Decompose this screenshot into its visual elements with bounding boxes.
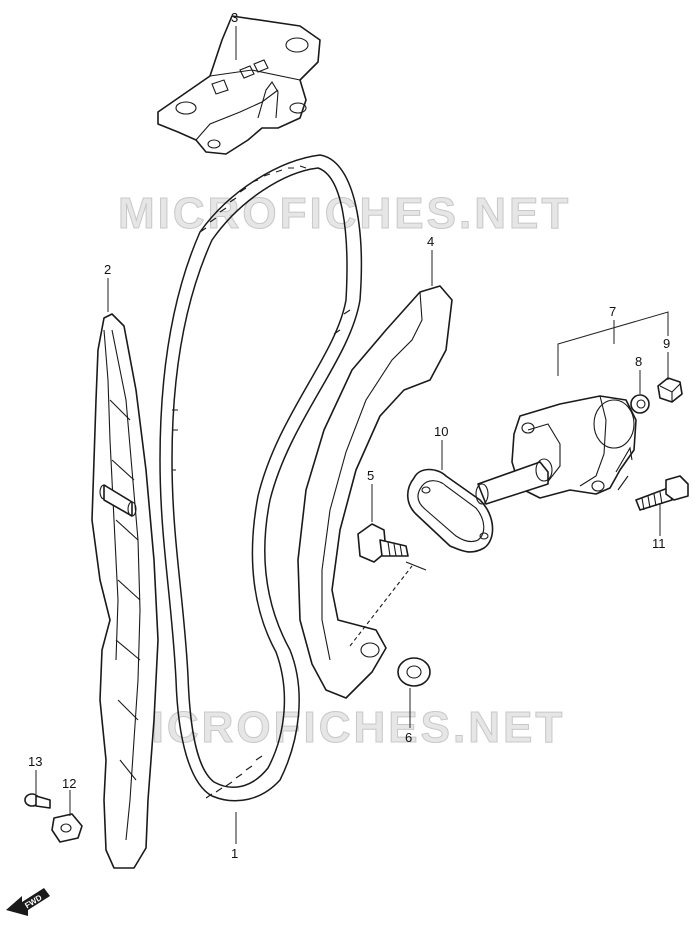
part-13-screw (24, 793, 51, 809)
callout-13: 13 (28, 754, 42, 769)
part-4-chain-guide-right (297, 285, 453, 699)
callout-9: 9 (663, 336, 670, 351)
leader-lines (35, 26, 669, 844)
part-8-washer (630, 394, 650, 414)
part-11-bolt (635, 475, 689, 511)
part-9-cap-bolt (657, 377, 683, 403)
part-1-cam-chain (159, 154, 363, 802)
callout-7: 7 (609, 304, 616, 319)
part-10-gasket (406, 468, 494, 553)
callout-3: 3 (231, 10, 238, 25)
callout-10: 10 (434, 424, 448, 439)
callout-6: 6 (405, 730, 412, 745)
watermark-bottom: MICROFICHES.NET (112, 703, 565, 752)
part-3-chain-guide-top (157, 15, 321, 155)
callout-2: 2 (104, 262, 111, 277)
callout-4: 4 (427, 234, 434, 249)
callout-8: 8 (635, 354, 642, 369)
callout-5: 5 (367, 468, 374, 483)
part-7-tensioner-assembly (475, 395, 637, 505)
part-5-bolt (357, 523, 427, 571)
part-2-tensioner-guide (91, 313, 159, 869)
part-6-washer (397, 657, 431, 687)
part-12-plate (51, 813, 83, 843)
callout-11: 11 (652, 536, 666, 551)
callout-12: 12 (62, 776, 76, 791)
callout-1: 1 (231, 846, 238, 861)
fwd-arrow-icon: FWD (6, 888, 50, 916)
